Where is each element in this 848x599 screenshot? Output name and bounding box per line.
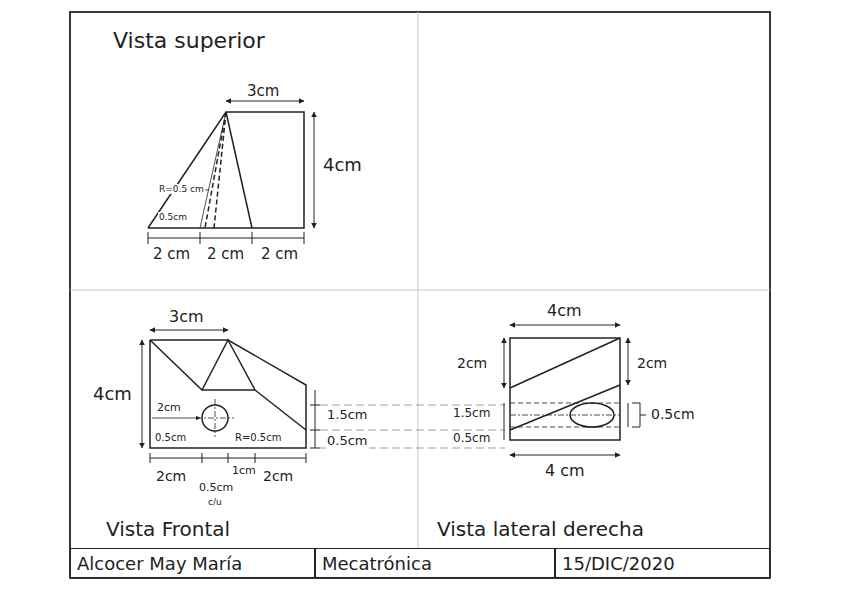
dimension-label: 2cm bbox=[456, 355, 488, 371]
quadrant-line bbox=[70, 290, 770, 291]
dimension-label: 2 cm bbox=[152, 246, 191, 263]
top-view bbox=[148, 101, 314, 244]
dimension-label: 3cm bbox=[168, 308, 205, 326]
sheet-frame bbox=[70, 12, 770, 578]
quadrant-line bbox=[418, 12, 419, 548]
dimension-label: 1.5cm bbox=[326, 408, 369, 423]
radius-label: R=0.5cm bbox=[234, 432, 282, 444]
dimension-label: 2cm bbox=[636, 355, 668, 371]
dimension-label: 3cm bbox=[246, 83, 280, 100]
view-title: Vista Frontal bbox=[105, 518, 231, 541]
view-title: Vista lateral derecha bbox=[436, 518, 645, 541]
side-view bbox=[504, 325, 646, 455]
dimension-label: 0.5cm bbox=[158, 212, 188, 222]
front-view bbox=[142, 330, 505, 463]
dimension-label: 1cm bbox=[231, 465, 257, 478]
dimension-label: 2cm bbox=[262, 468, 294, 484]
title-block-cell: 15/DIC/2020 bbox=[555, 548, 770, 578]
dimension-label: 4cm bbox=[322, 155, 363, 176]
title-block-text: Mecatrónica bbox=[322, 553, 432, 574]
title-block-text: 15/DIC/2020 bbox=[562, 553, 675, 574]
radius-label: R=0.5 cm bbox=[158, 184, 205, 194]
title-block-text: Alcocer May María bbox=[77, 553, 242, 574]
dimension-label: 2cm bbox=[155, 468, 187, 484]
view-title: Vista superior bbox=[112, 28, 266, 53]
dimension-label: 0.5cm bbox=[198, 482, 234, 495]
dimension-label: 4 cm bbox=[544, 462, 586, 480]
dimension-label: 4cm bbox=[546, 302, 583, 320]
dimension-label: 1.5cm bbox=[452, 407, 491, 421]
title-block-cell: Alcocer May María bbox=[70, 548, 315, 578]
dimension-label: 4cm bbox=[92, 384, 133, 405]
dimension-label: 2 cm bbox=[206, 246, 245, 263]
title-block-cell: Mecatrónica bbox=[315, 548, 555, 578]
note-label: c/u bbox=[207, 497, 223, 507]
dimension-label: 0.5cm bbox=[326, 434, 369, 449]
dimension-label: 2 cm bbox=[260, 246, 299, 263]
dimension-label: 0.5cm bbox=[452, 432, 491, 446]
dimension-label: 0.5cm bbox=[154, 432, 187, 444]
dimension-label: 2cm bbox=[156, 402, 182, 415]
dimension-label: 0.5cm bbox=[650, 406, 696, 422]
